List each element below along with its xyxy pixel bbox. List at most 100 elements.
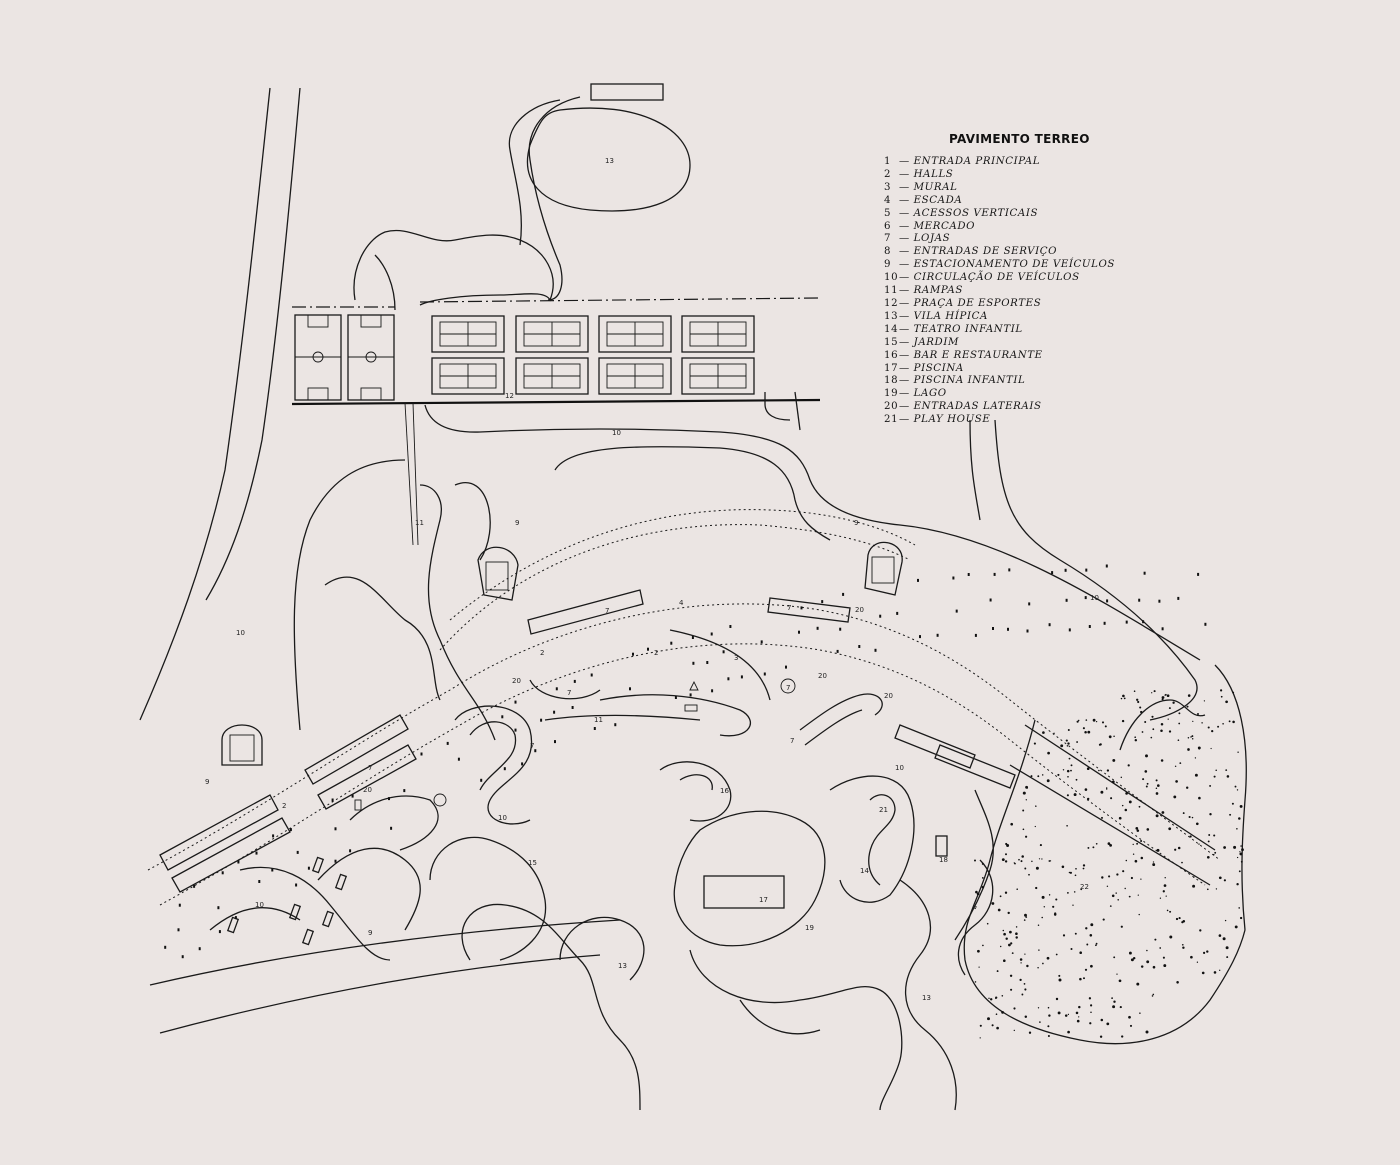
legend-item-separator: — xyxy=(899,156,910,167)
legend-item-label: ESCADA xyxy=(913,194,963,206)
serpentine-shop-a xyxy=(529,679,601,700)
plan-number-labels: 13 12 10 10 10 10 10 10 11 11 9 9 9 9 2 … xyxy=(205,157,1099,1002)
arcade-north-edge xyxy=(439,524,911,651)
football-field-2 xyxy=(347,314,395,401)
legend-item: 8 — ENTRADAS DE SERVIÇO xyxy=(884,246,1124,259)
playhouse-path xyxy=(868,794,896,886)
garden-shape-3 xyxy=(461,903,641,1111)
legend-item: 10— CIRCULAÇÃO DE VEÍCULOS xyxy=(884,272,1124,285)
legend-item-number: 10 xyxy=(884,272,899,284)
legend-item-separator: — xyxy=(899,246,910,258)
label-10-bl: 10 xyxy=(255,901,264,909)
label-7-a: 7 xyxy=(368,764,372,772)
legend-item-separator: — xyxy=(899,233,910,245)
label-21: 21 xyxy=(879,806,888,814)
label-7-e: 7 xyxy=(790,737,794,745)
legend-item-number: 12 xyxy=(884,297,899,309)
label-9-bottom: 9 xyxy=(368,929,372,937)
road-east-2 xyxy=(994,419,1198,721)
legend-item-label: HALLS xyxy=(913,168,954,180)
label-10-mid: 10 xyxy=(895,764,904,772)
child-pool-rect xyxy=(935,835,948,857)
pool-rect xyxy=(703,875,785,909)
arcade-inner-edge xyxy=(159,643,1206,906)
legend-item-label: JARDIM xyxy=(913,336,959,348)
label-10-top: 10 xyxy=(612,429,621,437)
access-tower-west xyxy=(221,724,263,766)
legend-item: 21— PLAY HOUSE xyxy=(884,414,1124,427)
legend-item: 2 — HALLS xyxy=(884,169,1124,182)
legend-item-number: 20 xyxy=(884,401,899,413)
garden-blob-top xyxy=(353,229,554,306)
legend-item: 20— ENTRADAS LATERAIS xyxy=(884,401,1124,414)
road-east-3 xyxy=(764,403,791,421)
legend-item-number: 21 xyxy=(884,414,899,426)
woods-promenade-a xyxy=(1024,724,1216,851)
legend-item-label: PISCINA INFANTIL xyxy=(913,375,1026,387)
legend-item-separator: — xyxy=(899,375,910,387)
legend-item-label: PISCINA xyxy=(913,362,964,374)
label-2-a: 2 xyxy=(282,802,286,810)
parked-cars xyxy=(226,856,348,946)
label-20-d: 20 xyxy=(884,692,893,700)
garden-shape-1 xyxy=(317,847,421,931)
legend-item-label: CIRCULAÇÃO DE VEÍCULOS xyxy=(913,272,1080,284)
label-14: 14 xyxy=(860,867,869,875)
legend-item: 11— RAMPAS xyxy=(884,285,1124,298)
legend-item-separator: — xyxy=(899,181,910,193)
legend-item-label: LOJAS xyxy=(913,233,951,245)
legend-item-separator: — xyxy=(899,362,910,374)
legend-item-separator: — xyxy=(899,414,910,426)
legend-item: 14— TEATRO INFANTIL xyxy=(884,324,1124,337)
legend-item-label: PLAY HOUSE xyxy=(913,414,991,426)
legend-item: 4— ESCADA xyxy=(884,195,1124,208)
legend-title: PAVIMENTO TERREO xyxy=(949,132,1090,146)
interior-curve-2 xyxy=(599,694,752,737)
legend-item-label: ENTRADAS LATERAIS xyxy=(913,401,1042,413)
label-20-b: 20 xyxy=(512,677,521,685)
legend-item: 18— PISCINA INFANTIL xyxy=(884,375,1124,388)
legend-item: 16— BAR E RESTAURANTE xyxy=(884,350,1124,363)
label-7-d: 7 xyxy=(786,684,790,692)
arcade-outer-edge xyxy=(147,603,1221,871)
label-10-left: 10 xyxy=(236,629,245,637)
legend-item-separator: — xyxy=(899,310,910,322)
bar-area xyxy=(659,761,732,822)
track-lane xyxy=(508,99,561,246)
legend-item-number: 11 xyxy=(884,285,899,297)
legend-item-separator: — xyxy=(899,168,910,180)
label-2-c: 2 xyxy=(654,649,658,657)
football-field-1 xyxy=(294,314,342,401)
legend-item-number: 2 xyxy=(884,168,892,180)
legend-item-number: 6 xyxy=(884,220,892,232)
road-bottom-outer xyxy=(149,919,621,986)
legend-item-separator: — xyxy=(899,194,910,206)
label-20-e: 20 xyxy=(855,606,864,614)
stable-building xyxy=(590,83,664,101)
sports-front-edge xyxy=(291,398,821,406)
legend-item: 12— PRAÇA DE ESPORTES xyxy=(884,298,1124,311)
legend-item-number: 1 xyxy=(884,156,892,167)
legend-item-label: ESTACIONAMENTO DE VEÍCULOS xyxy=(913,259,1115,271)
label-11-left: 11 xyxy=(415,519,424,527)
legend-item-separator: — xyxy=(899,297,910,309)
label-4: 4 xyxy=(679,599,684,607)
label-16: 16 xyxy=(720,787,729,795)
serpentine-shop-e xyxy=(804,709,863,746)
legend-item: 5— ACESSOS VERTICAIS xyxy=(884,208,1124,221)
legend-item-separator: — xyxy=(899,285,910,297)
legend-item-separator: — xyxy=(899,388,910,400)
legend-item-label: ENTRADAS DE SERVIÇO xyxy=(913,246,1058,258)
legend-item-label: PRAÇA DE ESPORTES xyxy=(913,297,1042,309)
woods-promenade-b xyxy=(1009,764,1211,886)
legend-item-number: 8 xyxy=(884,246,892,258)
legend-item-separator: — xyxy=(899,259,910,271)
legend-item-label: LAGO xyxy=(913,388,947,400)
entrance-arrow xyxy=(689,680,699,691)
legend-item-label: BAR E RESTAURANTE xyxy=(913,349,1043,361)
legend-item-number: 5 xyxy=(884,207,892,219)
